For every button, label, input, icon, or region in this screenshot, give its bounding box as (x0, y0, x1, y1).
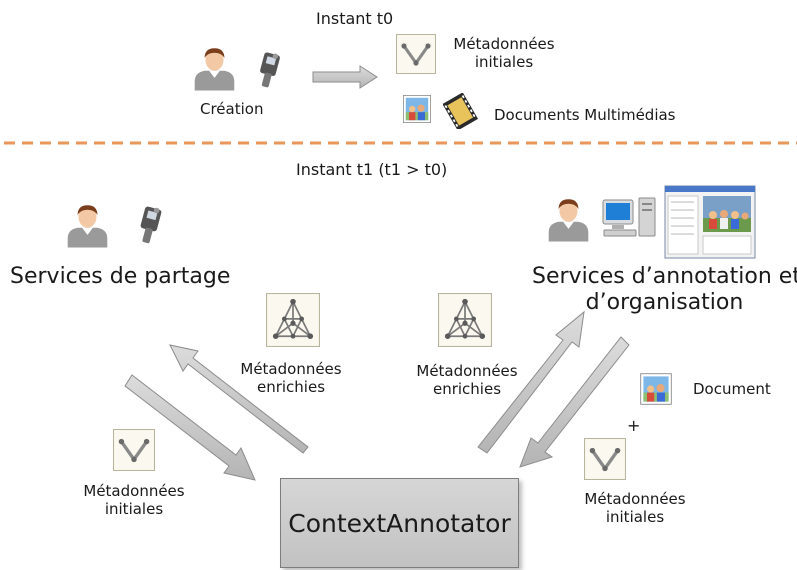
left-enriched-metadata-label: Métadonnées enrichies (240, 360, 342, 396)
photo-icon (640, 373, 672, 405)
document-to-annotator-arrow (519, 336, 630, 468)
right-enriched-metadata-label: Métadonnées enrichies (416, 362, 518, 398)
photo-icon (402, 95, 432, 123)
enriched-to-annotation-arrow (477, 310, 585, 454)
film-icon (443, 93, 479, 129)
plus-sign: + (627, 416, 641, 435)
metadata-v-icon (395, 34, 437, 74)
context-annotator-label: ContextAnnotator (288, 508, 511, 538)
computer-icon (602, 197, 656, 237)
user-icon (548, 199, 589, 242)
network-icon (266, 293, 320, 347)
software-window-icon (664, 185, 756, 259)
left-initial-metadata-label: Métadonnées initiales (83, 482, 185, 518)
user-icon (67, 205, 108, 248)
metadata-v-icon (112, 429, 156, 471)
sharing-services-label: Services de partage (10, 264, 231, 289)
metadata-v-icon (583, 438, 627, 480)
initial-from-sharing-arrow (124, 374, 256, 481)
instant-t0-label: Instant t0 (316, 9, 394, 28)
instant-t1-label: Instant t1 (t1 > t0) (296, 160, 448, 179)
creation-label: Création (200, 100, 264, 118)
camera-icon (259, 51, 281, 88)
annotation-services-label: Services d’annotation et d’organisation (532, 264, 797, 316)
camera-icon (139, 205, 163, 244)
document-label: Document (693, 380, 771, 398)
initial-metadata-label: Métadonnées initiales (453, 35, 555, 71)
right-initial-metadata-label: Métadonnées initiales (584, 490, 686, 526)
network-icon (438, 293, 492, 347)
multimedia-documents-label: Documents Multimédias (494, 106, 676, 124)
enriched-to-sharing-arrow (169, 344, 309, 454)
context-annotator-box: ContextAnnotator (280, 478, 519, 568)
creation-arrow (312, 65, 378, 89)
user-icon (194, 48, 235, 91)
